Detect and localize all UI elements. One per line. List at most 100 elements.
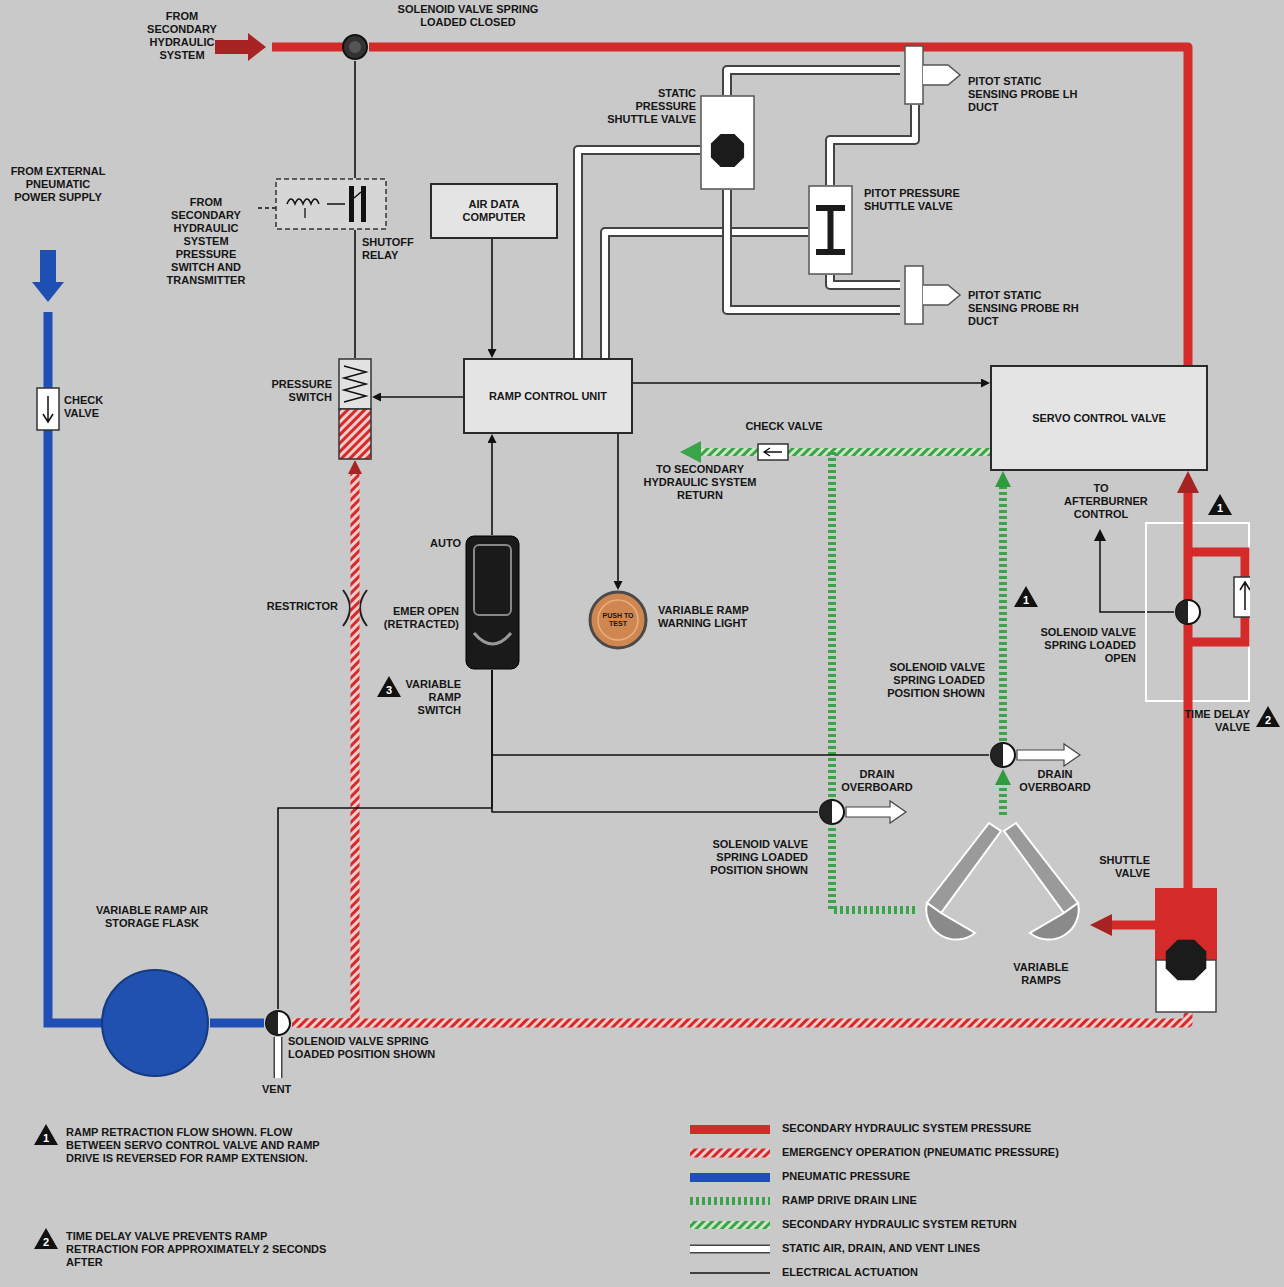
servo-valve-box: SERVO CONTROL VALVE xyxy=(990,365,1208,471)
solenoid-valve-shape xyxy=(1174,598,1202,626)
connector xyxy=(278,670,492,1009)
connector-line xyxy=(830,105,915,185)
part-label: FROM EXTERNAL PNEUMATIC POWER SUPPLY xyxy=(8,165,108,204)
callout-text: 1 xyxy=(34,1124,58,1144)
part-label: RAMP RETRACTION FLOW SHOWN. FLOW BETWEEN… xyxy=(66,1126,338,1165)
ramp-switch-text: EMER OPEN (RETRACTED) xyxy=(375,605,459,631)
legend-row: ELECTRICAL ACTUATION xyxy=(690,1264,1250,1282)
drain-line xyxy=(828,452,836,797)
shuttle-valve: PITOT PRESSURE SHUTTLE VALVE xyxy=(808,185,853,275)
time-delay-valve-text: TIME DELAY VALVE xyxy=(1173,708,1250,734)
callout-text: 3 xyxy=(377,676,401,696)
control-unit-box: RAMP CONTROL UNIT xyxy=(463,358,633,434)
solenoid-valve: SOLENOID VALVE SPRING LOADED CLOSED xyxy=(341,33,369,61)
connector-line xyxy=(210,1019,264,1028)
connector-line xyxy=(727,70,900,95)
check-valve-arrow xyxy=(43,396,53,422)
ramp-switch: AUTOEMER OPEN (RETRACTED)VARIABLE RAMP S… xyxy=(465,535,520,670)
connector-line xyxy=(292,474,355,1023)
warning-light-shape xyxy=(588,590,648,650)
legend-text: EMERGENCY OPERATION (PNEUMATIC PRESSURE) xyxy=(782,1146,1059,1159)
connector-line xyxy=(492,670,818,812)
legend-row: RAMP DRIVE DRAIN LINE xyxy=(690,1192,1250,1210)
callout-number: 3 xyxy=(377,676,401,697)
part-label: DRAIN OVERBOARD xyxy=(841,768,913,794)
solenoid-valve-shape xyxy=(341,33,369,61)
legend-sample xyxy=(690,1144,770,1162)
connector xyxy=(355,61,356,178)
solenoid-valve: SOLENOID VALVE SPRING LOADED OPEN xyxy=(1174,598,1202,626)
part-label: VENT xyxy=(262,1083,302,1096)
air-flask: VARIABLE RAMP AIR STORAGE FLASK xyxy=(100,968,210,1078)
connector-line xyxy=(1184,493,1193,522)
sensing-probe: PITOT STATIC SENSING PROBE LH DUCT xyxy=(900,45,962,105)
connector-line xyxy=(491,239,493,349)
legend-row: SECONDARY HYDRAULIC SYSTEM RETURN xyxy=(690,1216,1250,1234)
pressure-switch-text: PRESSURE SWITCH xyxy=(266,378,332,404)
computer-box-text: AIR DATA COMPUTER xyxy=(438,198,550,224)
connector xyxy=(492,239,493,349)
sensing-probe-shape xyxy=(900,45,962,105)
connector-line xyxy=(617,434,619,581)
connector-line xyxy=(354,230,356,358)
part-label: DRAIN OVERBOARD xyxy=(1016,768,1094,794)
part-label: TIME DELAY VALVE PREVENTS RAMP RETRACTIO… xyxy=(66,1230,338,1269)
callout-number: 2 xyxy=(1256,706,1280,727)
air-flask-shape xyxy=(100,968,210,1078)
callout-text: 1 xyxy=(1208,494,1232,514)
warning-light-text: PUSH TO TEST xyxy=(593,612,643,629)
connector xyxy=(492,443,493,535)
connector xyxy=(633,383,981,384)
solenoid-valve-text: SOLENOID VALVE SPRING LOADED OPEN xyxy=(1034,626,1136,665)
solenoid-valve: SOLENOID VALVE SPRING LOADED POSITION SH… xyxy=(989,741,1017,769)
part-label: TO SECONDARY HYDRAULIC SYSTEM RETURN xyxy=(630,463,770,502)
ramp-switch-shape xyxy=(465,535,520,670)
part-label: CHECK VALVE xyxy=(734,420,834,433)
legend-row: STATIC AIR, DRAIN, AND VENT LINES xyxy=(690,1240,1250,1258)
shuttle-valve-shape xyxy=(700,95,755,190)
computer-box: AIR DATA COMPUTER xyxy=(430,183,558,239)
legend-text: RAMP DRIVE DRAIN LINE xyxy=(782,1194,917,1207)
connector-outline xyxy=(727,70,900,95)
connector xyxy=(369,47,1188,365)
check-valve xyxy=(37,388,59,430)
shuttle-valve-text: PITOT PRESSURE SHUTTLE VALVE xyxy=(864,187,964,213)
return-line xyxy=(700,448,990,456)
sensing-probe-text: PITOT STATIC SENSING PROBE LH DUCT xyxy=(968,75,1088,114)
connector-line xyxy=(832,826,915,910)
connector xyxy=(830,275,900,285)
control-line xyxy=(1100,540,1174,612)
connector-outline xyxy=(578,150,700,358)
control-unit-box-text: RAMP CONTROL UNIT xyxy=(471,390,625,403)
pressure-switch-shape xyxy=(338,358,372,460)
callout-number: 1 xyxy=(34,1124,58,1145)
shuttle-valve-text: SHUTTLE VALVE xyxy=(1078,854,1150,880)
variable-ramps-text: VARIABLE RAMPS xyxy=(1000,961,1082,987)
servo-valve-box-text: SERVO CONTROL VALVE xyxy=(998,412,1200,425)
ramp-switch-text: AUTO xyxy=(423,537,461,550)
pressure-switch: PRESSURE SWITCH xyxy=(338,358,372,460)
variable-ramps: VARIABLE RAMPS xyxy=(915,815,1090,945)
drain-arrow xyxy=(1017,744,1080,766)
relay-symbol: SHUTOFF RELAY xyxy=(275,178,387,230)
legend-sample xyxy=(690,1192,770,1210)
sensing-probe-shape xyxy=(900,265,962,325)
connector-line xyxy=(381,396,463,398)
vent-line xyxy=(275,1037,281,1078)
legend-row: EMERGENCY OPERATION (PNEUMATIC PRESSURE) xyxy=(690,1144,1250,1162)
vent-line xyxy=(274,1037,283,1078)
ramp-switch-text: VARIABLE RAMP SWITCH xyxy=(401,678,461,717)
connector-line xyxy=(578,150,700,358)
connector-line xyxy=(999,487,1007,741)
connector-outline xyxy=(830,105,915,185)
connector-line xyxy=(633,382,981,384)
callout-number: 1 xyxy=(1014,586,1038,607)
callout-text: 2 xyxy=(1256,706,1280,726)
air-flask-text: VARIABLE RAMP AIR STORAGE FLASK xyxy=(90,904,214,930)
legend-text: ELECTRICAL ACTUATION xyxy=(782,1266,918,1279)
legend-sample xyxy=(690,1240,770,1258)
legend-swatch xyxy=(690,1125,770,1134)
connector-line xyxy=(1112,921,1155,930)
supply-arrow xyxy=(215,33,266,61)
part-label: FROM SECONDARY HYDRAULIC SYSTEM PRESSURE… xyxy=(156,196,256,287)
